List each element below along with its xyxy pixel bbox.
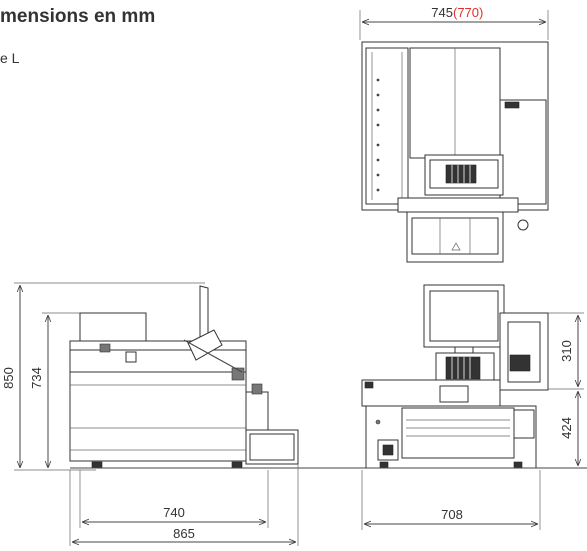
page-title: mensions en mm bbox=[0, 6, 156, 27]
dim-top-width: 745 bbox=[431, 5, 453, 20]
dim-front-upper-height: 310 bbox=[559, 340, 574, 362]
front-view: 708 310 424 bbox=[300, 284, 587, 530]
top-view: 745 (770) bbox=[359, 5, 549, 263]
dim-front-lower-height: 424 bbox=[559, 417, 574, 439]
model-label: e L bbox=[0, 50, 20, 66]
dim-side-depth-total: 865 bbox=[173, 526, 195, 541]
dim-side-height-total: 850 bbox=[1, 367, 16, 389]
dim-top-width-alt: (770) bbox=[453, 5, 483, 20]
dim-side-depth-inner: 740 bbox=[163, 505, 185, 520]
dim-side-height-inner: 734 bbox=[29, 367, 44, 389]
side-view: 850 734 740 865 bbox=[1, 282, 300, 546]
dim-front-width: 708 bbox=[441, 507, 463, 522]
